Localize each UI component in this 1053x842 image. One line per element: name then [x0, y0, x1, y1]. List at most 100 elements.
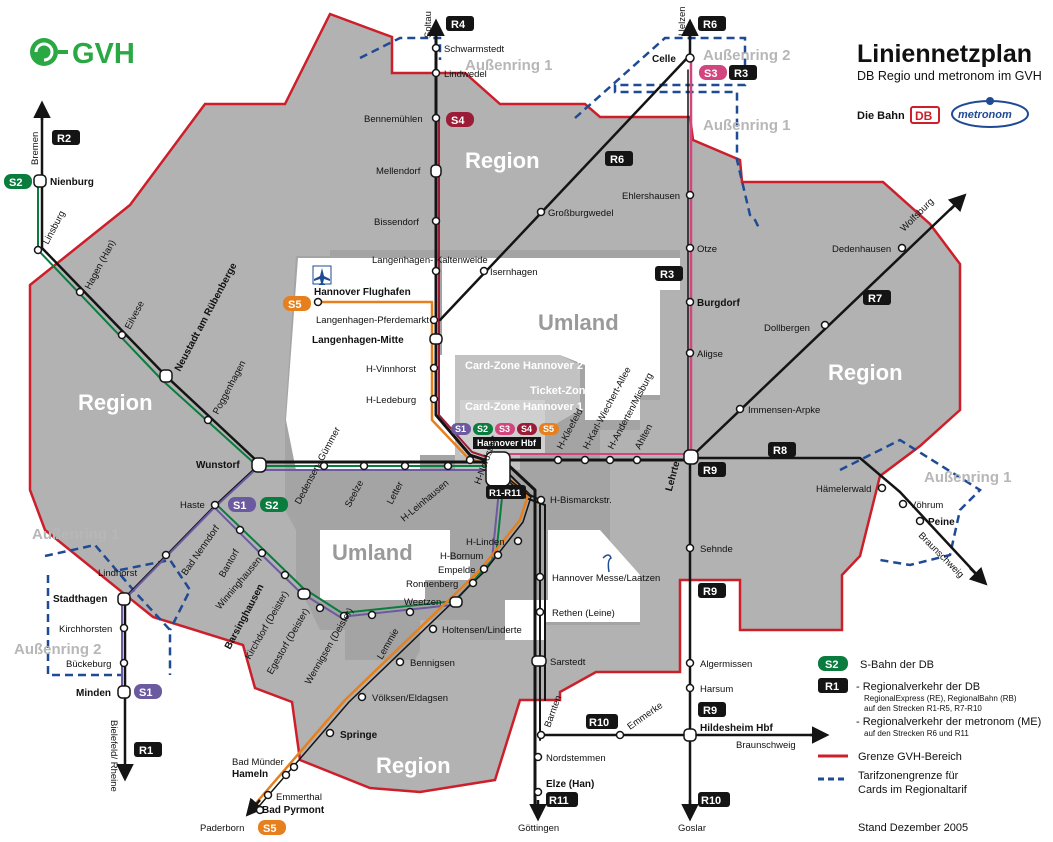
umland-pocket-ne — [442, 258, 680, 420]
svg-text:S4: S4 — [521, 424, 532, 434]
label-ronnenberg: Ronnenberg — [406, 579, 458, 590]
label-bad-pyrmont: Bad Pyrmont — [262, 805, 325, 816]
legend-r-sub1: RegionalExpress (RE), RegionalBahn (RB) — [864, 694, 1017, 703]
station-dot-sarstedt — [531, 655, 547, 667]
station-dot-poggenhagen — [203, 415, 213, 425]
badge-r9 — [698, 583, 726, 598]
legend-tarif-2: Cards im Regionaltarif — [858, 784, 968, 796]
zone-label-card-zone-2: Card-Zone Hannover 2 — [465, 360, 583, 372]
label-burgdorf: Burgdorf — [697, 298, 740, 309]
svg-text:S4: S4 — [451, 115, 465, 127]
svg-text:S2: S2 — [9, 177, 22, 189]
station-dot-hagen — [75, 287, 85, 297]
station-dot-wennigsen — [367, 610, 377, 620]
svg-text:S5: S5 — [543, 424, 554, 434]
station-dot-egestorf — [339, 611, 349, 621]
station-dot-bismarckstr — [536, 495, 546, 505]
station-dot-nordstadt — [465, 455, 475, 465]
label-pferdemarkt: Langenhagen-Pferdemarkt — [316, 315, 429, 326]
dir-paderborn: Paderborn — [200, 823, 244, 834]
dir-goettingen: Göttingen — [518, 823, 559, 834]
svg-text:R6: R6 — [703, 19, 717, 31]
ring-label-a2-ne: Außenring 2 — [703, 47, 791, 64]
label-kaltenweide: Langenhagen- Kaltenweide — [372, 255, 488, 266]
label-isernhagen: Isernhagen — [490, 267, 538, 278]
badge-s5-north — [283, 296, 311, 311]
station-dot-weetzen — [449, 596, 463, 608]
zone-label-region-east: Region — [828, 360, 903, 385]
svg-text:R1: R1 — [139, 745, 153, 757]
svg-text:R6: R6 — [610, 154, 624, 166]
badge-s1-haste — [228, 497, 256, 512]
badge-r7 — [863, 290, 891, 305]
station-dot-bad-pyrmont — [255, 805, 265, 815]
gvh-logo-icon — [30, 38, 58, 66]
metronom-logo: metronom — [951, 97, 1029, 128]
station-dot-rethen — [535, 607, 545, 617]
label-stadthagen: Stadthagen — [53, 594, 107, 605]
label-nienburg: Nienburg — [50, 177, 94, 188]
svg-text:R9: R9 — [703, 586, 717, 598]
station-dot-neustadt — [159, 369, 173, 383]
svg-text:R3: R3 — [734, 68, 748, 80]
label-elze: Elze (Han) — [546, 779, 594, 790]
station-dot-barsinghausen — [297, 588, 311, 600]
station-dot-holtensen — [428, 624, 438, 634]
badge-r10-goslar — [698, 792, 730, 807]
label-emmerthal: Emmerthal — [276, 792, 322, 803]
svg-text:S5: S5 — [263, 823, 276, 835]
label-ehlershausen: Ehlershausen — [622, 191, 680, 202]
station-dot-otze — [685, 243, 695, 253]
station-dot-lehrte — [683, 449, 699, 465]
ring-label-a1-ne: Außenring 1 — [703, 117, 791, 134]
umland-pocket-south — [320, 530, 470, 600]
badge-r2 — [52, 130, 80, 145]
badge-s1-minden — [134, 684, 162, 699]
legend-gvh-border: Grenze GVH-Bereich — [858, 751, 962, 763]
badge-s4 — [446, 112, 474, 127]
label-bornum: H-Bornum — [440, 551, 483, 562]
ring-label-a2-west: Außenring 2 — [14, 641, 102, 658]
station-dot-anderten — [605, 455, 615, 465]
station-dot-vinnhorst — [429, 363, 439, 373]
svg-text:R3: R3 — [660, 269, 674, 281]
svg-text:S2: S2 — [825, 659, 838, 671]
station-dots — [33, 43, 925, 815]
label-empelde: Empelde — [438, 565, 476, 576]
station-dot-bad-nenndorf — [235, 525, 245, 535]
label-wunstorf: Wunstorf — [196, 460, 240, 471]
label-voelksen: Völksen/Eldagsen — [372, 693, 448, 704]
label-haemelerwald: Hämelerwald — [816, 484, 871, 495]
station-dot-sehnde — [685, 543, 695, 553]
station-dot-celle — [685, 53, 695, 63]
legend-s2-badge — [818, 656, 848, 671]
station-dot-vohrum — [898, 499, 908, 509]
db-partner-label: Die Bahn — [857, 110, 905, 122]
station-dot-linden — [513, 536, 523, 546]
station-dot-letter — [400, 461, 410, 471]
gvh-logo-text: GVH — [72, 38, 135, 70]
station-dot-eilvese — [117, 330, 127, 340]
station-dot-ledeburg — [429, 394, 439, 404]
zone-label-card-zone-1: Card-Zone Hannover 1 — [465, 401, 583, 413]
badge-r6-north — [698, 16, 726, 31]
label-linden: H-Linden — [466, 537, 505, 548]
station-dot-emmerke — [615, 730, 625, 740]
label-ledeburg: H-Ledeburg — [366, 395, 416, 406]
zone-label-ticket-zone: Ticket-Zone Hannover — [530, 385, 646, 397]
station-dot-schwarmstedt — [431, 43, 441, 53]
station-dot-linsburg — [33, 245, 43, 255]
label-bissendorf: Bissendorf — [374, 217, 419, 228]
station-dot-voelksen — [357, 692, 367, 702]
label-schwarmstedt: Schwarmstedt — [444, 44, 505, 55]
label-dollbergen: Dollbergen — [764, 323, 810, 334]
badge-r1-r11 — [486, 485, 526, 499]
station-dot-hameln — [281, 770, 291, 780]
label-hbf: Hannover Hbf — [477, 438, 537, 448]
label-vohrum: Vöhrum — [910, 500, 943, 511]
station-dot-bueckeburg — [119, 658, 129, 668]
station-dot-springe — [325, 728, 335, 738]
station-dot-emmerthal — [263, 790, 273, 800]
label-algermissen: Algermissen — [700, 659, 752, 670]
label-bennemuehlen: Bennemühlen — [364, 114, 423, 125]
